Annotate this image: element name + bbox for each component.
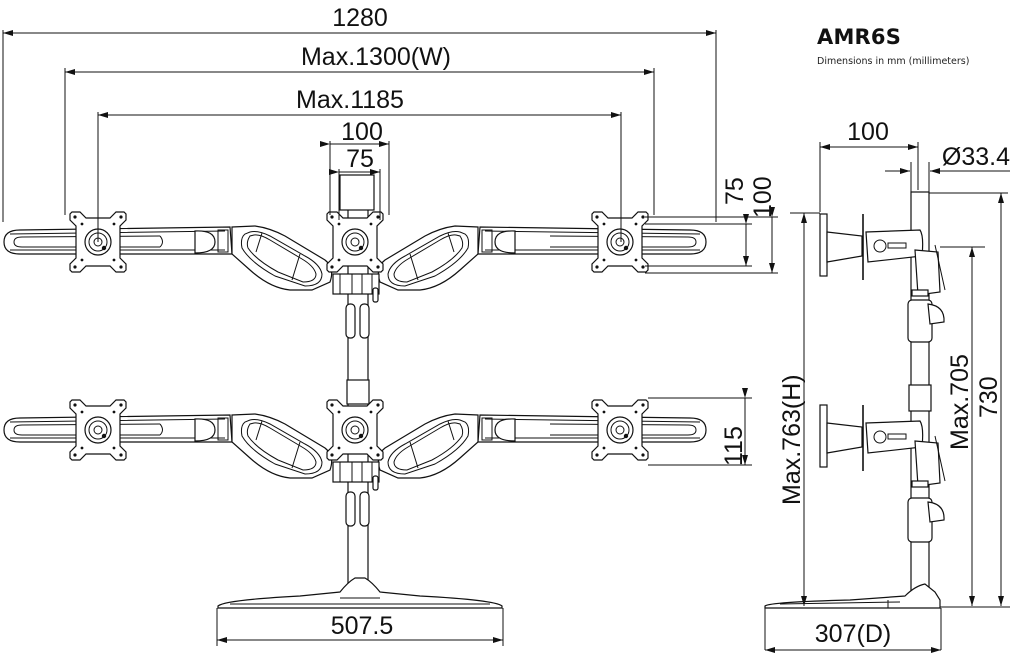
- side-view: 100 Ø33.4 Max.763(H) Max.705 730: [764, 118, 1010, 653]
- dim-pole-height: 730: [975, 376, 1003, 418]
- dim-max-mount-height: Max.705: [946, 354, 974, 450]
- dim-vesa-100-vertical: 100: [749, 176, 777, 218]
- model-title: AMR6S: [817, 25, 902, 49]
- dim-tier-height: 115: [720, 426, 748, 466]
- dim-max-height: Max.763(H): [778, 374, 806, 505]
- dim-pole-diameter: Ø33.4: [942, 143, 1010, 171]
- dim-vesa-75: 75: [346, 145, 374, 173]
- dim-vesa-75-vertical: 75: [721, 177, 749, 205]
- units-note: Dimensions in mm (millimeters): [817, 56, 970, 67]
- dim-arm-offset: 100: [847, 118, 889, 146]
- dim-max-width: Max.1300(W): [301, 43, 451, 71]
- front-view: 1280 Max.1300(W) Max.1185 100 75: [2, 4, 778, 646]
- dim-overall-width: 1280: [332, 4, 388, 32]
- dim-max-arm-span: Max.1185: [296, 86, 404, 114]
- dim-base-width: 507.5: [331, 612, 394, 640]
- dim-base-depth: 307(D): [815, 620, 891, 648]
- dim-vesa-100: 100: [341, 118, 383, 146]
